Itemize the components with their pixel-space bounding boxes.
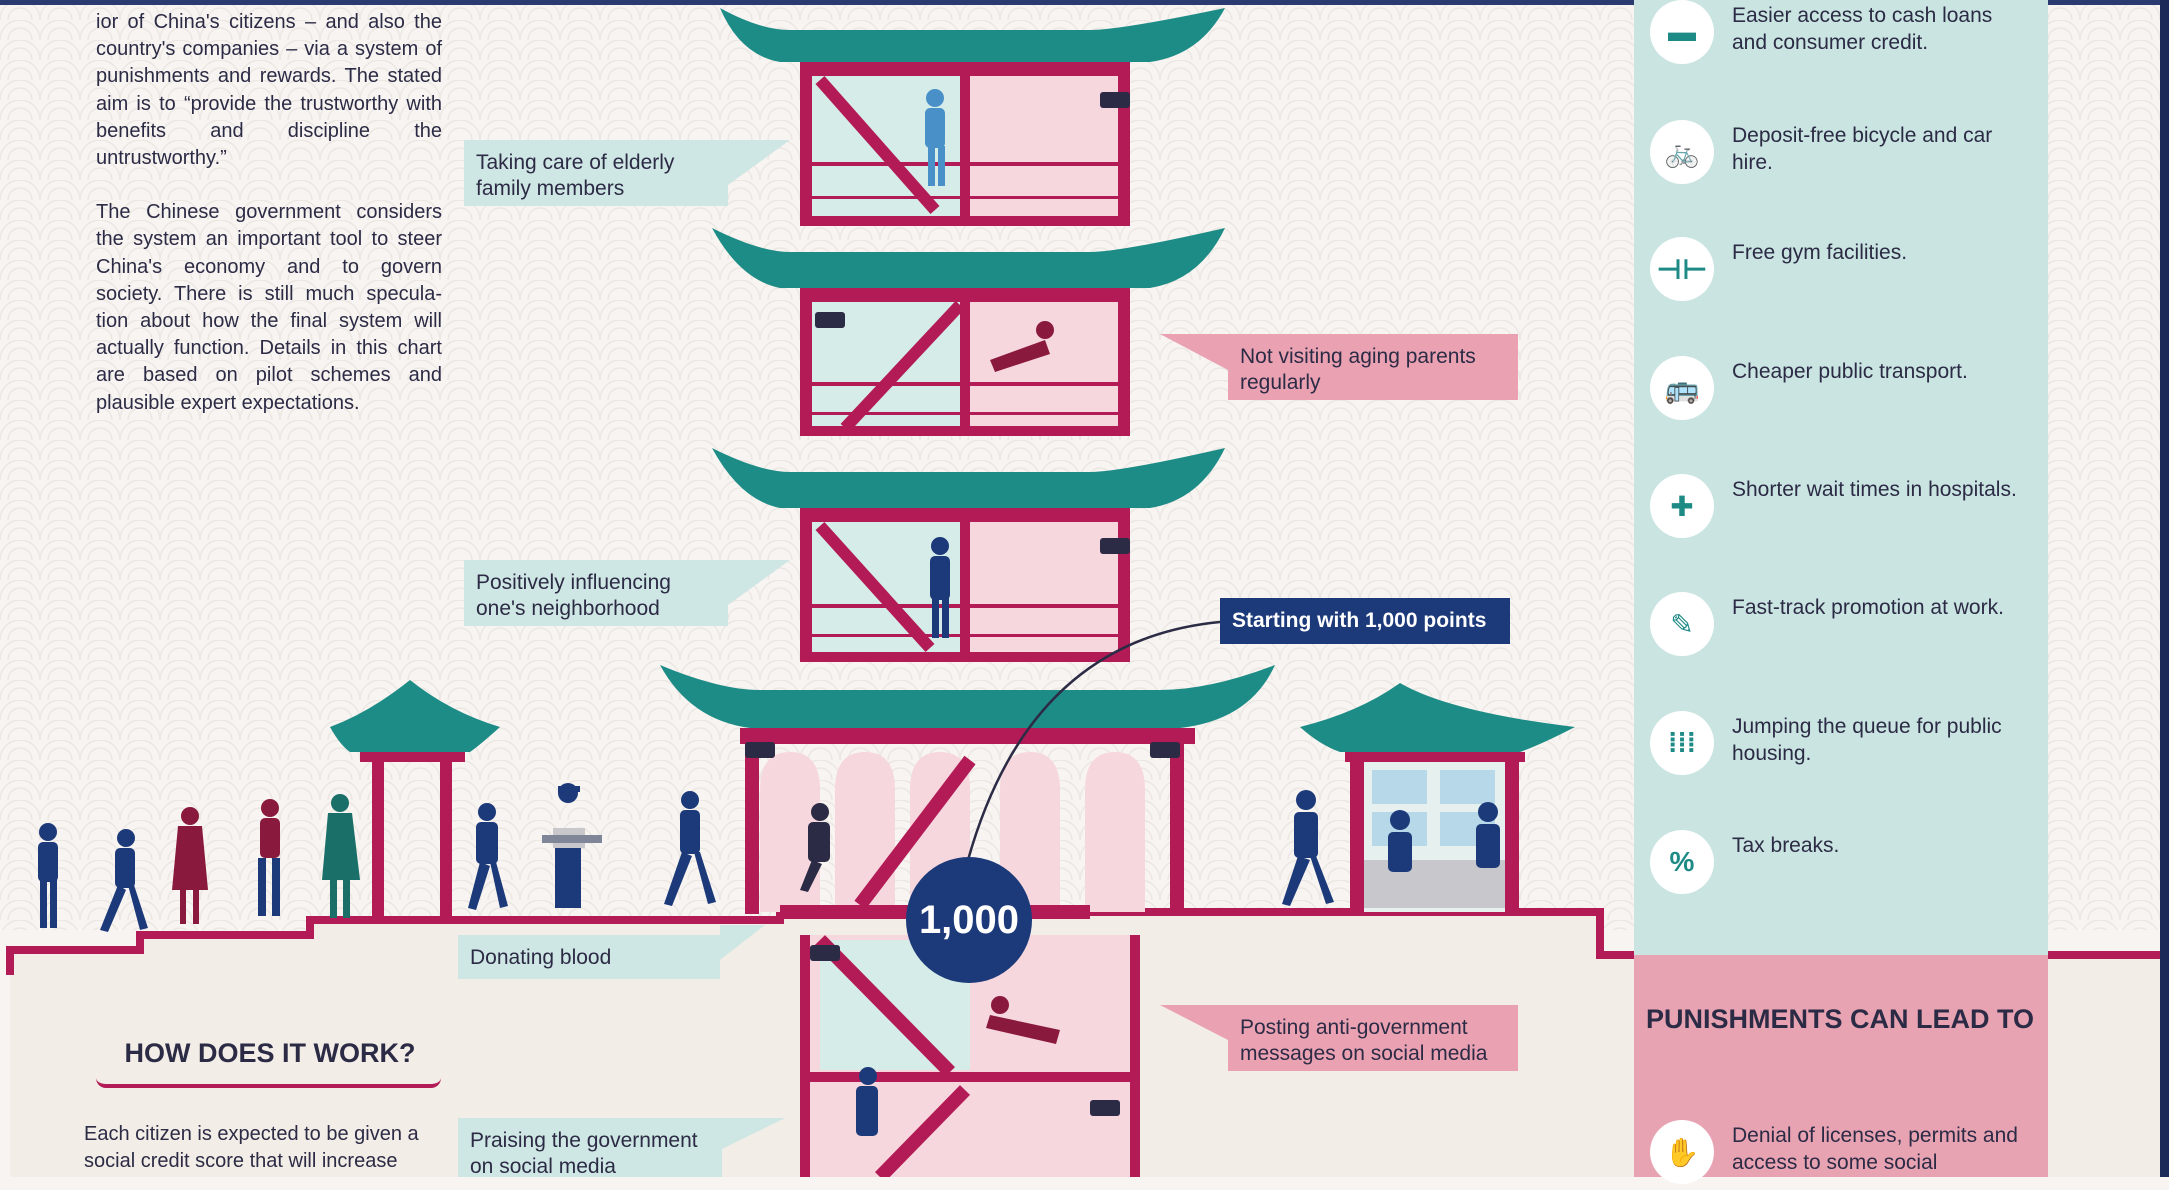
callout-starting-points: Starting with 1,000 points [1220, 598, 1510, 644]
reward-item: 🚲 Deposit-free bicycle and car hire. [1650, 120, 2050, 190]
bus-icon: 🚌 [1650, 356, 1714, 420]
callout-elderly: Taking care of elderly family members [464, 140, 728, 206]
callout-donating-blood: Donating blood [458, 935, 720, 979]
roof-tier-2 [712, 228, 1225, 288]
punishment-text: Denial of licenses, permits and access t… [1732, 1124, 2018, 1174]
percent-icon: % [1650, 830, 1714, 894]
medical-cross-icon: ✚ [1650, 474, 1714, 538]
reward-text: Easier access to cash loans and consumer… [1732, 4, 1993, 54]
punishment-item: ✋ Denial of licenses, permits and access… [1650, 1120, 2050, 1190]
how-underline [96, 1078, 441, 1088]
roof-main-hall [660, 665, 1275, 728]
roof-tier-3 [712, 448, 1225, 508]
chart-pen-icon: ✎ [1650, 592, 1714, 656]
surveillance-camera-icons [745, 92, 1180, 1116]
cash-card-icon: ▬ [1650, 0, 1714, 64]
reward-item: ⊣⊢ Free gym facilities. [1650, 237, 2050, 307]
how-text: Each citizen is expected to be given a s… [84, 1123, 419, 1172]
reward-item: ✎ Fast-track promotion at work. [1650, 592, 2050, 662]
bicycle-icon: 🚲 [1650, 120, 1714, 184]
dumbbell-icon: ⊣⊢ [1650, 237, 1714, 301]
right-edge-bar [2160, 0, 2169, 1177]
right-pavilion-roof [1300, 683, 1575, 752]
intro-text: ior of China's citizens – and also the c… [96, 9, 442, 444]
starting-pointer-line [966, 620, 1221, 861]
top-border [0, 0, 2169, 5]
reward-item: ▬ Easier access to cash loans and consume… [1650, 0, 2050, 70]
score-circle: 1,000 [906, 857, 1032, 983]
reward-text: Shorter wait times in hospitals. [1732, 478, 2017, 501]
intro-paragraph-2: The Chinese government considers the sys… [96, 201, 442, 414]
reward-item: ✚ Shorter wait times in hospitals. [1650, 474, 2050, 544]
hand-stop-icon: ✋ [1650, 1120, 1714, 1184]
reward-text: Tax breaks. [1732, 834, 1840, 857]
reward-text: Fast-track promotion at work. [1732, 596, 2004, 619]
reward-item: ⁞⁞⁞ Jumping the queue for public housing. [1650, 711, 2050, 781]
reward-item: 🚌 Cheaper public transport. [1650, 356, 2050, 426]
punishments-heading: PUNISHMENTS CAN LEAD TO [1645, 1004, 2035, 1034]
callout-not-visiting: Not visiting aging parents regularly [1228, 334, 1518, 400]
callout-posting: Posting anti-government messages on soci… [1228, 1005, 1518, 1071]
queue-people-icon: ⁞⁞⁞ [1650, 711, 1714, 775]
callout-praising: Praising the government on social media [458, 1118, 722, 1178]
roof-tier-1 [720, 8, 1225, 62]
reward-text: Jumping the queue for public housing. [1732, 715, 2002, 765]
ground-line [6, 908, 2160, 975]
callout-neighborhood: Positively influencing one's neighborhoo… [464, 560, 728, 626]
reward-text: Deposit-free bicycle and car hire. [1732, 124, 1993, 174]
reward-text: Free gym facilities. [1732, 241, 1908, 264]
intro-paragraph-1: ior of China's citizens – and also the c… [96, 11, 442, 170]
reward-text: Cheaper public transport. [1732, 360, 1968, 383]
left-pavilion-roof [330, 680, 500, 752]
queue-figures [38, 89, 1500, 1136]
reward-item: % Tax breaks. [1650, 830, 2050, 900]
how-heading: HOW DOES IT WORK? [124, 1038, 416, 1068]
